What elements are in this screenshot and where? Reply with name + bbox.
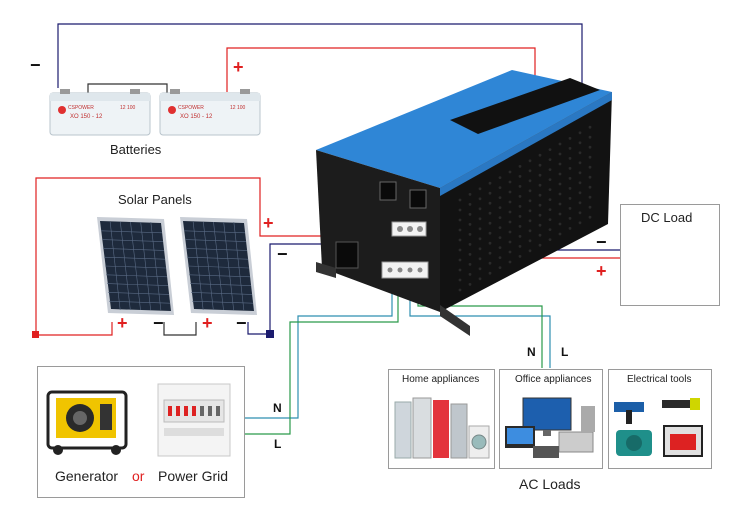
- ac-input-live-wire: [244, 284, 399, 435]
- battery-positive-sign: +: [233, 57, 244, 77]
- battery-2-voltage: 12 100: [230, 105, 246, 111]
- dc-load-label: DC Load: [641, 210, 693, 225]
- dc-load-box: [620, 204, 720, 306]
- battery-link-wire: [87, 83, 168, 93]
- home-appliances-image: [394, 397, 490, 459]
- battery-positive-wire: [226, 47, 536, 92]
- battery-1: [49, 89, 151, 136]
- office-appliances-label: Office appliances: [515, 374, 592, 385]
- panel1-negative-sign: −: [153, 313, 164, 333]
- electrical-tools-label: Electrical tools: [627, 374, 692, 385]
- battery-2-brand: CSPOWER: [178, 105, 204, 111]
- solar-panel-2: [180, 217, 257, 315]
- battery-1-model: XO 150 - 12: [70, 114, 103, 120]
- generator-label: Generator: [55, 468, 119, 484]
- ac-input-neutral-wire: [244, 284, 393, 419]
- panel2-positive-sign: +: [202, 313, 213, 333]
- panel2-negative-sign: −: [236, 313, 247, 333]
- solar-bottom-red-wire: [36, 322, 113, 336]
- solar-input-positive-sign: +: [263, 213, 274, 233]
- battery-1-brand: CSPOWER: [68, 105, 94, 111]
- ac-loads-label: AC Loads: [519, 476, 581, 492]
- solar-positive-terminal: [32, 331, 39, 338]
- batteries-label: Batteries: [110, 142, 162, 157]
- office-appliances-image: [505, 397, 595, 458]
- solar-panel-1: [97, 217, 174, 315]
- ac-input-neutral-label: N: [273, 401, 282, 415]
- generator-image: [46, 390, 128, 455]
- power-grid-label: Power Grid: [158, 468, 229, 484]
- solar-series-wire: [163, 322, 197, 336]
- home-appliances-label: Home appliances: [402, 374, 480, 385]
- inverter: [316, 70, 612, 336]
- panel1-positive-sign: +: [117, 313, 128, 333]
- ac-output-neutral-label: N: [527, 345, 536, 359]
- battery-2: [159, 89, 261, 136]
- battery-2-model: XO 150 - 12: [180, 114, 213, 120]
- solar-negative-terminal: [266, 330, 274, 338]
- battery-negative-sign: −: [30, 55, 41, 75]
- or-label: or: [132, 468, 145, 484]
- dc-load-negative-sign: −: [596, 232, 607, 252]
- solar-panels-label: Solar Panels: [118, 192, 192, 207]
- solar-input-negative-sign: −: [277, 244, 288, 264]
- ac-output-live-label: L: [561, 345, 569, 359]
- battery-1-voltage: 12 100: [120, 105, 136, 111]
- ac-input-live-label: L: [274, 437, 282, 451]
- battery-negative-wire: [57, 23, 583, 88]
- solar-bottom-neg-wire: [247, 322, 270, 335]
- dc-load-positive-sign: +: [596, 261, 607, 281]
- electrical-tools-image: [614, 398, 703, 457]
- solar-positive-wire: [35, 177, 392, 335]
- power-grid-panel-image: [157, 383, 231, 457]
